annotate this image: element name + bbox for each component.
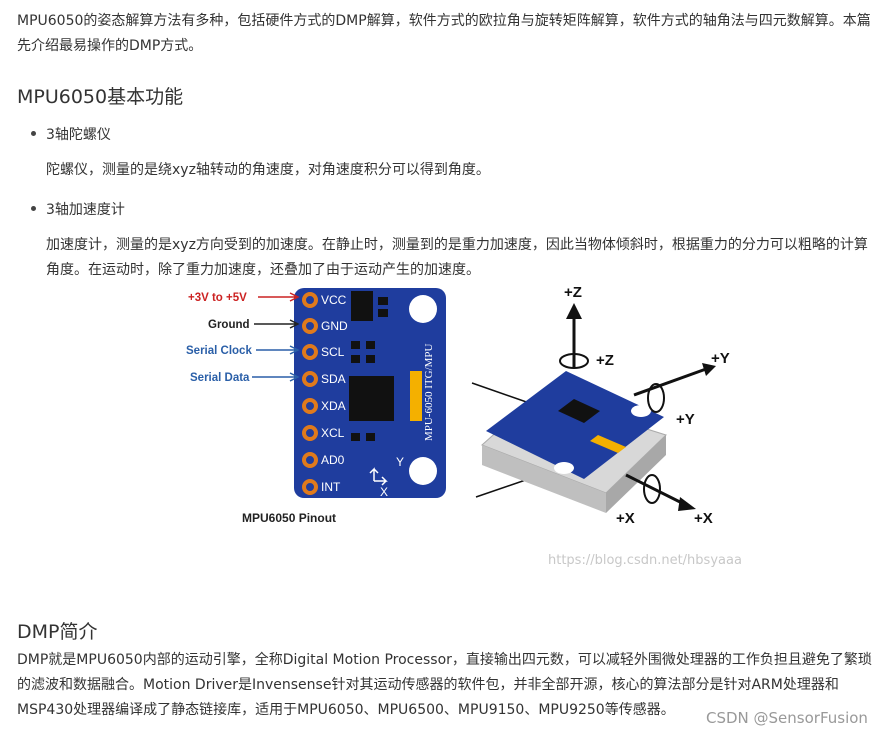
arrow-right-icon	[256, 345, 300, 355]
pin-label: AD0	[321, 453, 345, 467]
mount-hole	[554, 462, 574, 474]
arrow-right-icon	[254, 319, 300, 329]
board-base-side	[482, 445, 606, 513]
y-arrow-icon	[702, 363, 716, 376]
axis-label-z: +Z	[564, 284, 582, 301]
board-axis-arrows-icon	[369, 467, 388, 486]
board-axis-y: Y	[396, 455, 404, 469]
accel-description: 加速度计，测量的是xyz方向受到的加速度。在静止时，测量到的是重力加速度，因此当…	[46, 237, 868, 278]
section-heading-basic-functions: MPU6050基本功能	[17, 86, 184, 108]
mount-hole	[409, 295, 437, 323]
smd-part	[351, 341, 360, 349]
pin-gnd	[302, 318, 318, 334]
pin-int	[302, 479, 318, 495]
rotation-x-icon	[643, 474, 661, 504]
x-axis	[625, 473, 687, 507]
csdn-watermark: CSDN @SensorFusion	[706, 709, 868, 727]
board-label: MPU-6050 ITG/MPU	[423, 343, 435, 441]
dmp-paragraph: DMP就是MPU6050内部的运动引擎，全称Digital Motion Pro…	[17, 652, 872, 718]
axis-label-rot-y: +Y	[676, 411, 695, 428]
pin-xda	[302, 398, 318, 414]
list-item-accel-title: 3轴加速度计	[46, 202, 125, 218]
mount-hole	[631, 405, 651, 417]
label-serial-clock: Serial Clock	[186, 345, 252, 357]
rotation-y-icon	[647, 383, 665, 413]
arrow-right-icon	[252, 372, 300, 382]
figure-caption: MPU6050 Pinout	[242, 511, 336, 525]
axis-label-x: +X	[694, 510, 713, 527]
pin-label: XCL	[321, 426, 345, 440]
image-watermark: https://blog.csdn.net/hbsyaaa	[548, 553, 742, 568]
pin-label: VCC	[321, 293, 347, 307]
mpu6050-diagram: MPU-6050 ITG/MPU Y X VCC GND SCL SDA XDA…	[186, 284, 730, 527]
list-item-gyro-title: 3轴陀螺仪	[46, 127, 111, 143]
arrow-right-icon	[258, 292, 300, 302]
smd-part	[366, 433, 375, 441]
pin-label: SCL	[321, 345, 345, 359]
pin-xcl	[302, 425, 318, 441]
section-heading-dmp: DMP简介	[17, 621, 98, 643]
smd-part	[378, 297, 388, 305]
regulator-chip	[351, 291, 373, 321]
gyro-description: 陀螺仪，测量的是绕xyz轴转动的角速度，对角速度积分可以得到角度。	[46, 162, 490, 178]
board-base-side	[606, 435, 666, 513]
mpu-chip	[349, 376, 394, 421]
label-serial-data: Serial Data	[190, 372, 250, 384]
pin-ad0	[302, 452, 318, 468]
smd-part	[366, 355, 375, 363]
x-arrow-icon	[678, 497, 696, 511]
mount-hole	[409, 457, 437, 485]
z-arrow-icon	[566, 303, 582, 319]
smd-part	[351, 433, 360, 441]
pin-label: SDA	[321, 372, 346, 386]
pin-label: XDA	[321, 399, 346, 413]
capacitor-3d	[590, 435, 626, 453]
bullet-dot	[31, 206, 36, 211]
pin-sda	[302, 371, 318, 387]
axis-label-rot-x: +X	[616, 510, 635, 527]
board-3d	[486, 371, 664, 479]
smd-part	[366, 341, 375, 349]
axis-label-rot-z: +Z	[596, 352, 614, 369]
rotation-z-icon	[559, 353, 589, 369]
pin-label: INT	[321, 480, 341, 494]
pin-label: GND	[321, 319, 348, 333]
smd-part	[378, 309, 388, 317]
axis-label-y: +Y	[711, 350, 730, 367]
intro-paragraph: MPU6050的姿态解算方法有多种，包括硬件方式的DMP解算，软件方式的欧拉角与…	[17, 13, 871, 54]
chip-3d	[558, 399, 600, 423]
bullet-dot	[31, 131, 36, 136]
y-axis	[633, 367, 707, 397]
smd-part	[351, 355, 360, 363]
label-supply: +3V to +5V	[188, 292, 247, 304]
pin-vcc	[302, 292, 318, 308]
board-axis-x: X	[380, 485, 388, 499]
mpu6050-figure: MPU-6050 ITG/MPU Y X VCC GND SCL SDA XDA…	[186, 283, 739, 530]
capacitor	[410, 371, 422, 421]
label-ground: Ground	[208, 319, 250, 331]
pin-scl	[302, 344, 318, 360]
